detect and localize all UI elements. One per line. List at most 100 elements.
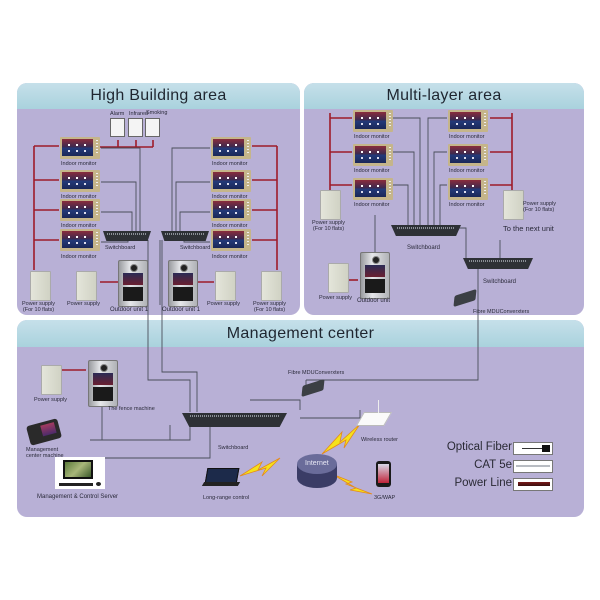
power-supply-label: Power supply [67, 301, 101, 307]
high-building-title: High Building area [17, 83, 300, 109]
switchboard-label: Switchboard [483, 279, 517, 285]
power-supply-icon [41, 365, 62, 395]
outdoor-unit-icon [118, 260, 148, 307]
indoor-monitor-label: Indoor monitor [61, 254, 97, 260]
indoor-monitor-label: Indoor monitor [449, 168, 485, 174]
server-screen [65, 462, 91, 477]
router-antenna-icon [378, 400, 379, 413]
indoor-monitor-icon [60, 199, 100, 221]
server-monitor [63, 460, 93, 479]
switchboard-icon [463, 258, 533, 269]
switchboard-label: Switchboard [407, 245, 441, 251]
outdoor-unit-label: Outdoor unit 1 [110, 307, 149, 313]
indoor-monitor-icon [211, 170, 251, 192]
indoor-monitor-icon [353, 178, 393, 200]
indoor-monitor-label: Indoor monitor [212, 161, 248, 167]
power-supply-10-label: Power supply(For 10 flats) [523, 201, 556, 213]
fence-machine-icon [88, 360, 118, 407]
indoor-monitor-label: Indoor monitor [61, 161, 97, 167]
indoor-monitor-label: Indoor monitor [61, 223, 97, 229]
mobile-phone-icon [376, 461, 391, 487]
power-supply-label: Power supply [319, 295, 353, 301]
indoor-monitor-label: Indoor monitor [449, 202, 485, 208]
indoor-monitor-icon [448, 110, 488, 132]
power-supply-label-text: Power supply [523, 201, 557, 207]
cat5e-swatch-icon [513, 460, 553, 473]
laptop-base [201, 482, 241, 486]
power-supply-sub-text: (For 10 flats) [312, 226, 345, 232]
power-supply-label: Power supply [207, 301, 241, 307]
sensor-label-infrared: Infrared [129, 111, 148, 117]
multi-layer-title: Multi-layer area [304, 83, 584, 109]
legend-cat5e-label: CAT 5e [474, 459, 512, 471]
optical-fiber-swatch-icon [513, 442, 553, 455]
smoke-sensor-icon [145, 118, 160, 137]
fibre-converter-label: Fibre MDUConverxters [288, 370, 345, 376]
indoor-monitor-icon [60, 229, 100, 251]
management-machine-label-line1: Management [26, 447, 59, 453]
infrared-sensor-icon [128, 118, 143, 137]
indoor-monitor-icon [60, 137, 100, 159]
power-supply-label-text: Power supply [253, 301, 287, 307]
next-unit-label: To the next unit [503, 224, 554, 233]
power-supply-sub-text: (For 10 flats) [523, 207, 555, 213]
mobile-phone-screen [378, 464, 389, 483]
power-supply-icon [320, 190, 341, 220]
outdoor-unit-label: Outdoor unit [357, 298, 391, 304]
indoor-monitor-icon [448, 178, 488, 200]
outdoor-unit-icon [168, 260, 198, 307]
long-range-control-label: Long-range control [203, 495, 250, 501]
legend-power-line-label: Power Line [454, 477, 512, 489]
indoor-monitor-icon [60, 170, 100, 192]
power-supply-icon [76, 271, 97, 301]
power-supply-icon [261, 271, 282, 301]
indoor-monitor-icon [353, 110, 393, 132]
switchboard-icon [103, 231, 151, 241]
alarm-sensor-icon [110, 118, 125, 137]
power-supply-icon [503, 190, 524, 220]
server-keyboard [59, 483, 93, 486]
management-center-title: Management center [17, 320, 584, 347]
indoor-monitor-label: Indoor monitor [212, 194, 248, 200]
server-icon [55, 457, 105, 489]
indoor-monitor-label: Indoor monitor [449, 134, 485, 140]
indoor-monitor-label: Indoor monitor [354, 202, 390, 208]
power-supply-sub-text: (For 10 flats) [253, 307, 286, 313]
power-supply-10-label: Power supply(For 10 flats) [312, 220, 345, 232]
switchboard-label: Switchboard [218, 445, 249, 451]
indoor-monitor-icon [211, 137, 251, 159]
fibre-converter-label: Fibre MDUConverxters [473, 309, 530, 315]
outdoor-unit-icon [360, 252, 390, 299]
fence-machine-label: The fence machine [108, 406, 155, 412]
power-line-swatch-icon [513, 478, 553, 491]
power-supply-label-text: Power supply [312, 220, 346, 226]
indoor-monitor-icon [211, 199, 251, 221]
power-supply-icon [215, 271, 236, 301]
indoor-monitor-label: Indoor monitor [354, 168, 390, 174]
indoor-monitor-icon [448, 144, 488, 166]
indoor-monitor-icon [211, 229, 251, 251]
sensor-label-alarm: Alarm [110, 111, 125, 117]
legend-optical-fiber-label: Optical Fiber [446, 441, 512, 453]
sensor-label-smoking: Smoking [146, 110, 168, 116]
switchboard-label: Switchboard [180, 245, 211, 251]
indoor-monitor-label: Indoor monitor [354, 134, 390, 140]
indoor-monitor-label: Indoor monitor [212, 254, 248, 260]
power-supply-10-label: Power supply(For 10 flats) [22, 301, 55, 313]
wireless-router-label: Wireless router [361, 437, 398, 443]
switchboard-label: Switchboard [105, 245, 136, 251]
indoor-monitor-label: Indoor monitor [61, 194, 97, 200]
power-supply-label-text: Power supply [22, 301, 56, 307]
server-label: Management & Control Server [37, 494, 119, 500]
outdoor-unit-label: Outdoor unit 1 [162, 307, 201, 313]
indoor-monitor-icon [353, 144, 393, 166]
management-machine-label-line2: center machine [26, 453, 64, 459]
power-supply-sub-text: (For 10 flats) [22, 307, 55, 313]
management-machine-screen [40, 422, 57, 437]
mobile-label: 3G/WAP [374, 495, 396, 501]
switchboard-icon [161, 231, 209, 241]
power-supply-10-label: Power supply(For 10 flats) [253, 301, 286, 313]
server-mouse [96, 482, 101, 486]
indoor-monitor-label: Indoor monitor [212, 223, 248, 229]
